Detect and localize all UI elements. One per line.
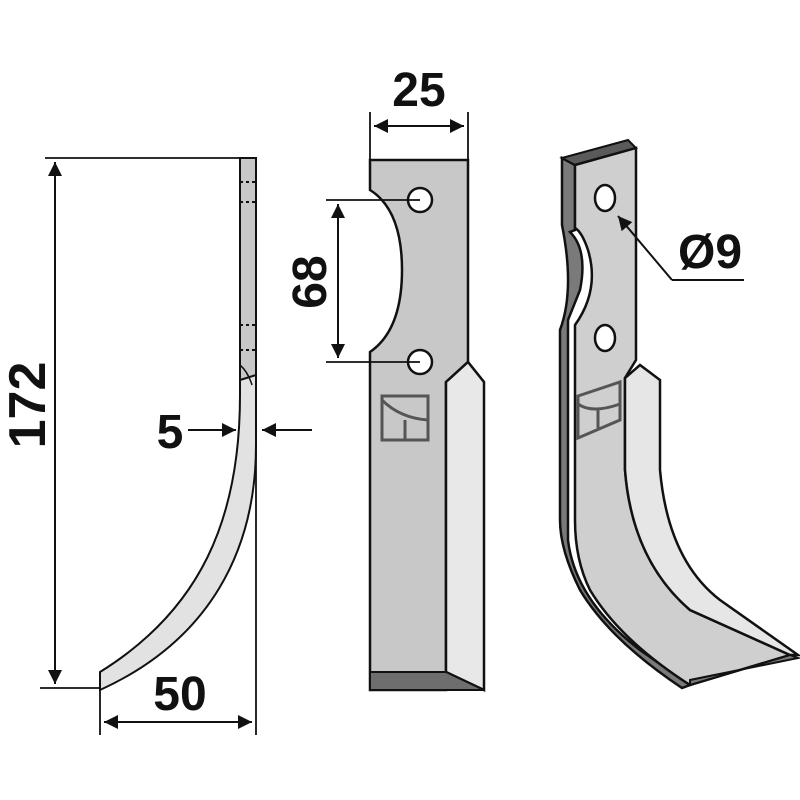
- hole-diameter-label: Ø9: [678, 226, 742, 279]
- hole-spacing-label: 68: [284, 255, 337, 308]
- height-label: 172: [0, 362, 57, 449]
- mount-hole-top-perspective: [593, 183, 617, 213]
- hole-diameter-callout: Ø9: [617, 215, 744, 281]
- brand-logo-icon: [380, 394, 430, 442]
- blade-width-label: 25: [392, 64, 445, 117]
- blade-width-dimension: 25: [369, 64, 469, 160]
- thickness-label: 5: [157, 406, 184, 459]
- side-view: [99, 157, 257, 692]
- mount-hole-bottom-perspective: [593, 323, 617, 353]
- front-view: [368, 158, 486, 692]
- perspective-view: [558, 138, 800, 690]
- hole-spacing-dimension: 68: [284, 199, 420, 363]
- thickness-dimension: 5: [157, 406, 312, 459]
- brand-logo-perspective-icon: [576, 379, 622, 441]
- height-dimension: 172: [0, 157, 256, 689]
- bend-width-label: 50: [153, 668, 206, 721]
- bend-width-dimension: 50: [99, 445, 257, 735]
